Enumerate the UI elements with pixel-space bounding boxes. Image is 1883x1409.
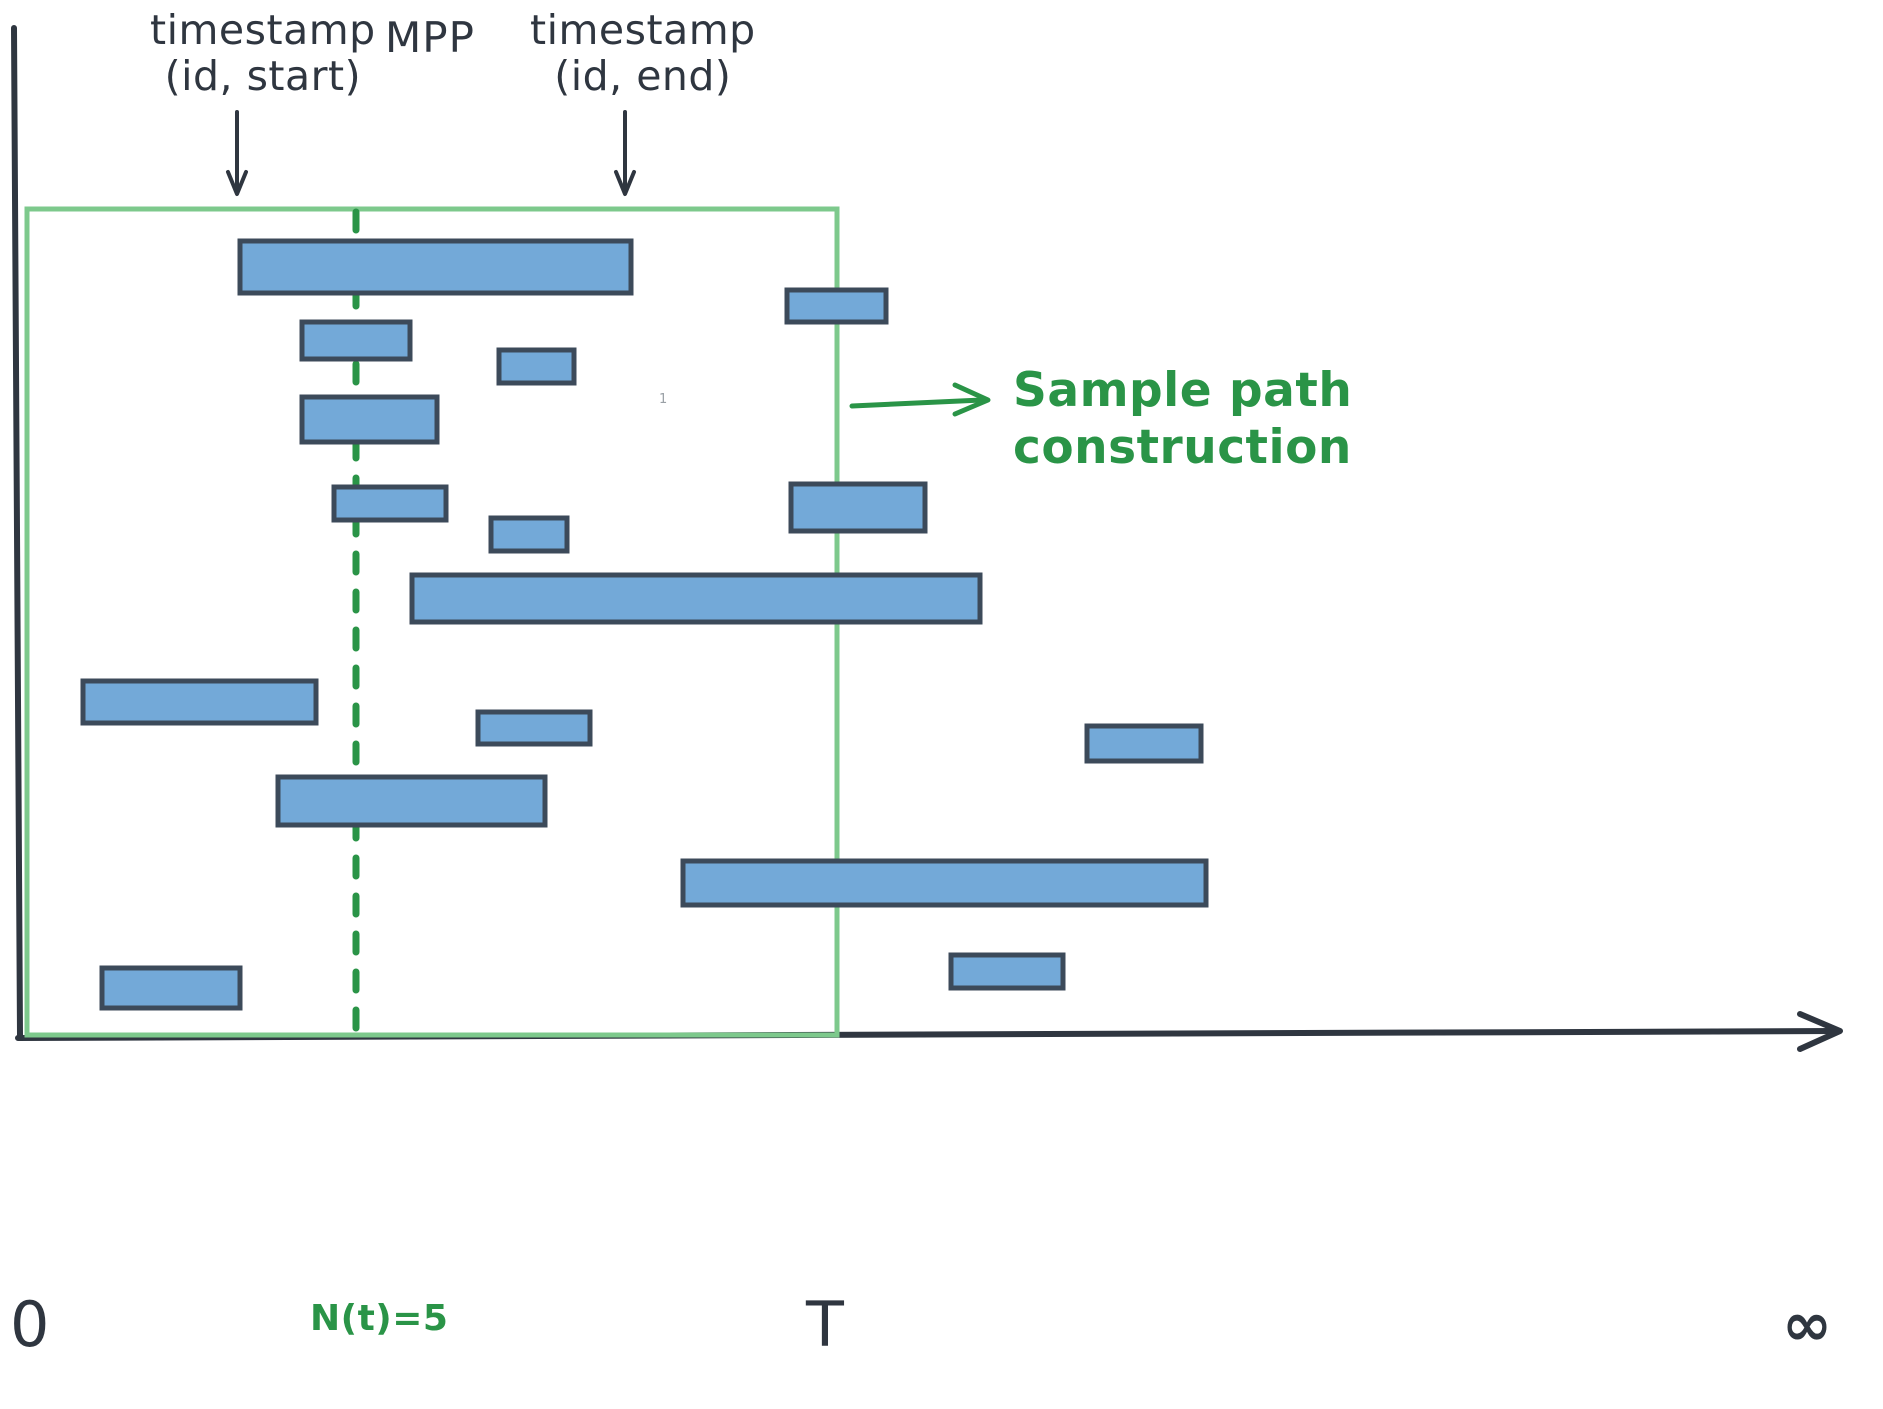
- marked-point-bar: [299, 319, 413, 362]
- marked-point-bar: [331, 484, 449, 523]
- marked-point-bar: [1084, 723, 1204, 764]
- marked-point-bar: [275, 774, 548, 828]
- marked-point-bar: [788, 481, 928, 534]
- label-counting-process: N(t)=5: [310, 1298, 449, 1339]
- time-axis: [15, 1011, 1843, 1052]
- arrow-sample-path: [849, 382, 991, 417]
- stray-mark: 1: [659, 392, 668, 407]
- label-mpp: MPP: [385, 13, 475, 62]
- arrow-timestamp-end: [614, 110, 636, 196]
- marked-point-bar: [237, 238, 634, 296]
- label-timestamp-end: timestamp (id, end): [530, 6, 756, 100]
- marked-point-bar: [99, 965, 243, 1011]
- arrow-timestamp-start: [226, 110, 248, 196]
- marked-point-bar: [488, 515, 570, 554]
- axis-label-T: T: [806, 1288, 845, 1361]
- marked-point-bar: [299, 394, 440, 445]
- label-sample-path-construction: Sample path construction: [1013, 363, 1353, 476]
- marked-point-bar: [680, 858, 1209, 908]
- axis-label-infinity: ∞: [1782, 1290, 1833, 1360]
- label-timestamp-start: timestamp (id, start): [150, 6, 376, 100]
- mark-axis: [11, 25, 23, 1038]
- marked-point-bar: [80, 678, 319, 726]
- marked-point-bar: [948, 952, 1066, 991]
- marked-point-bar: [475, 709, 593, 747]
- axis-label-origin: 0: [10, 1288, 50, 1361]
- marked-point-bar: [409, 572, 983, 625]
- marked-point-bar: [784, 287, 889, 325]
- marked-point-bar: [496, 347, 577, 386]
- marked-point-bars: [80, 238, 1209, 1011]
